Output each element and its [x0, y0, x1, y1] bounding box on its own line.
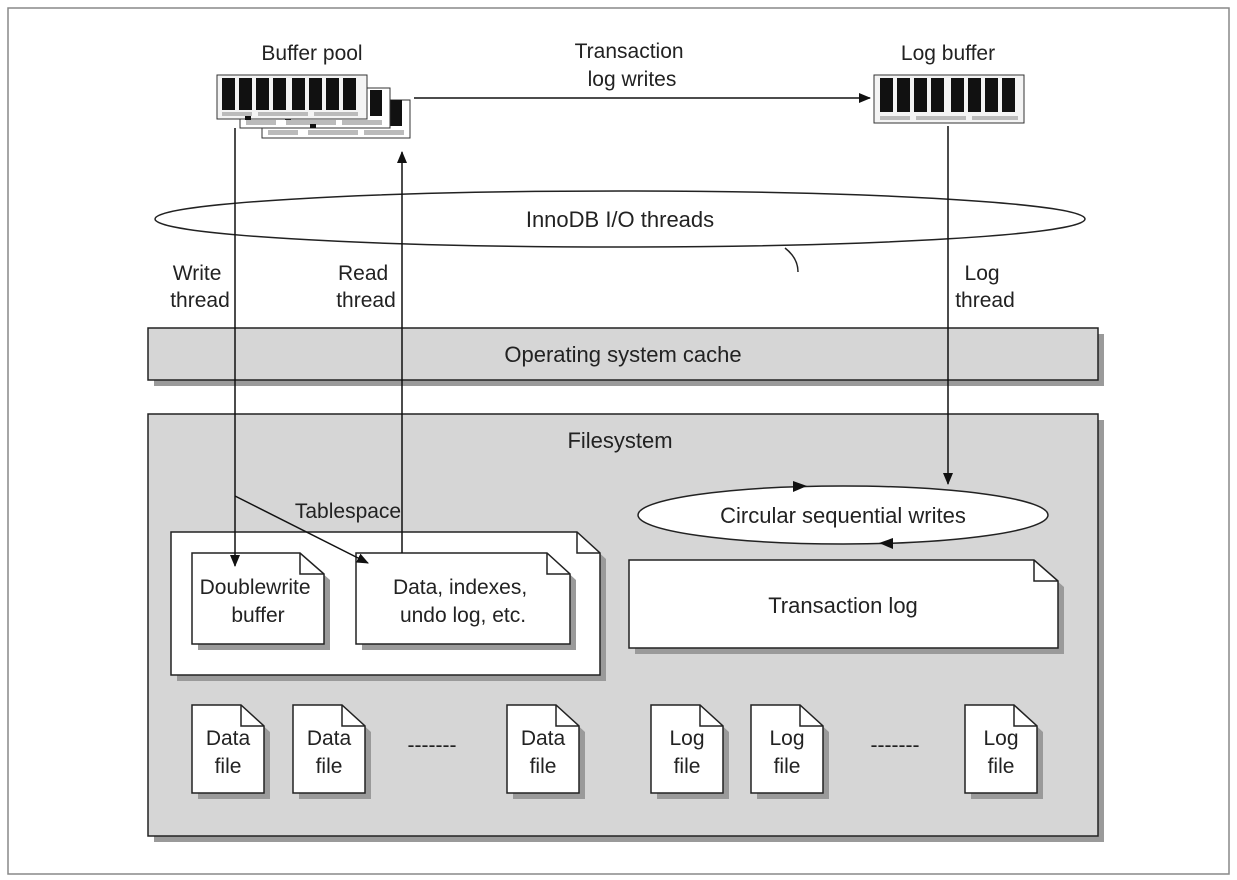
doublewrite-to-data-arrow: [234, 495, 369, 564]
doublewrite-buffer-label: Doublewrite buffer: [200, 576, 317, 627]
transaction-log-writes-label: Transaction log writes: [575, 40, 690, 91]
log-buffer-label: Log buffer: [901, 42, 995, 65]
circular-writes-label: Circular sequential writes: [720, 503, 966, 528]
pointer-curve: [784, 247, 799, 273]
log-thread-label: Log thread: [955, 262, 1015, 312]
innodb-io-threads-label: InnoDB I/O threads: [526, 207, 714, 232]
data-files-ellipsis: -------: [408, 734, 457, 757]
data-indexes-document: Data, indexes, undo log, etc.: [355, 552, 576, 650]
write-thread-label: Write thread: [170, 262, 230, 312]
transaction-log-document: Transaction log: [628, 559, 1064, 654]
memory-module-icon: [216, 74, 411, 139]
doublewrite-buffer-document: Doublewrite buffer: [191, 552, 330, 650]
log-files-ellipsis: -------: [871, 734, 920, 757]
memory-module-icon: [873, 74, 1025, 124]
transaction-log-label: Transaction log: [768, 593, 918, 618]
data-indexes-label: Data, indexes, undo log, etc.: [393, 576, 533, 627]
log-buffer: Log buffer: [873, 42, 1025, 124]
buffer-pool-label: Buffer pool: [261, 42, 362, 65]
arrowhead-bottom: [879, 538, 893, 549]
os-cache-layer: Operating system cache: [147, 327, 1104, 386]
tablespace-label: Tablespace: [295, 500, 401, 523]
arrowhead-top: [793, 481, 807, 492]
read-thread-label: Read thread: [336, 262, 396, 312]
filesystem-label: Filesystem: [567, 428, 672, 453]
buffer-pool: Buffer pool: [216, 42, 411, 139]
os-cache-label: Operating system cache: [504, 342, 741, 367]
circular-writes: Circular sequential writes: [637, 481, 1049, 549]
connectors: Transaction log writes Write thread Read…: [170, 40, 1015, 567]
innodb-io-threads: InnoDB I/O threads: [154, 190, 1086, 273]
